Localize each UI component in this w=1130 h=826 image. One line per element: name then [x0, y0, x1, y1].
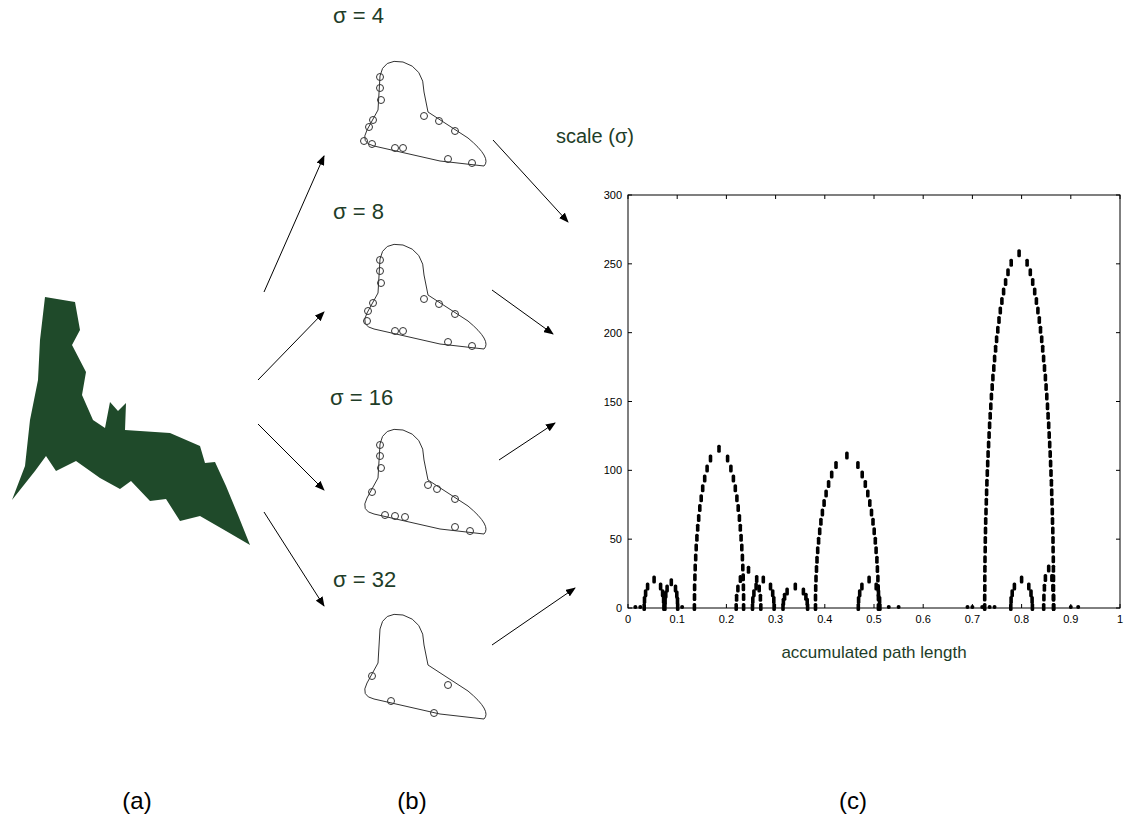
scale-label: σ = 32 [333, 568, 396, 592]
panel-label: (b) [397, 788, 426, 814]
x-tick-label: 0.1 [670, 613, 685, 625]
bat-silhouette [12, 297, 250, 545]
scale-space-points [633, 249, 1080, 611]
scale-label: σ = 8 [333, 200, 384, 224]
x-tick-label: 0.5 [866, 613, 881, 625]
contour-scale-4 [361, 61, 487, 166]
y-tick-label: 0 [616, 602, 622, 614]
panel-label: (a) [122, 788, 151, 814]
x-tick-label: 0.2 [719, 613, 734, 625]
axis-title: accumulated path length [781, 644, 966, 663]
axis-ticks [628, 195, 1120, 608]
plot-frame [628, 195, 1120, 608]
y-tick-label: 50 [610, 533, 622, 545]
x-tick-label: 0.6 [916, 613, 931, 625]
contour-scale-16 [365, 429, 486, 534]
contour-scale-8 [364, 244, 487, 349]
axis-title: scale (σ) [556, 125, 634, 147]
y-tick-label: 150 [604, 396, 622, 408]
x-tick-label: 0.4 [817, 613, 832, 625]
x-tick-label: 1 [1117, 613, 1123, 625]
contour-scale-32 [365, 614, 486, 719]
y-tick-label: 200 [604, 327, 622, 339]
x-tick-label: 0.9 [1063, 613, 1078, 625]
y-tick-label: 300 [604, 189, 622, 201]
x-tick-label: 0.3 [768, 613, 783, 625]
x-tick-label: 0.7 [965, 613, 980, 625]
scale-label: σ = 4 [333, 4, 384, 28]
y-tick-label: 100 [604, 464, 622, 476]
panel-label: (c) [839, 788, 867, 814]
flow-arrow [258, 140, 575, 645]
x-tick-label: 0 [625, 613, 631, 625]
x-tick-label: 0.8 [1014, 613, 1029, 625]
y-tick-label: 250 [604, 258, 622, 270]
scale-label: σ = 16 [330, 386, 393, 410]
